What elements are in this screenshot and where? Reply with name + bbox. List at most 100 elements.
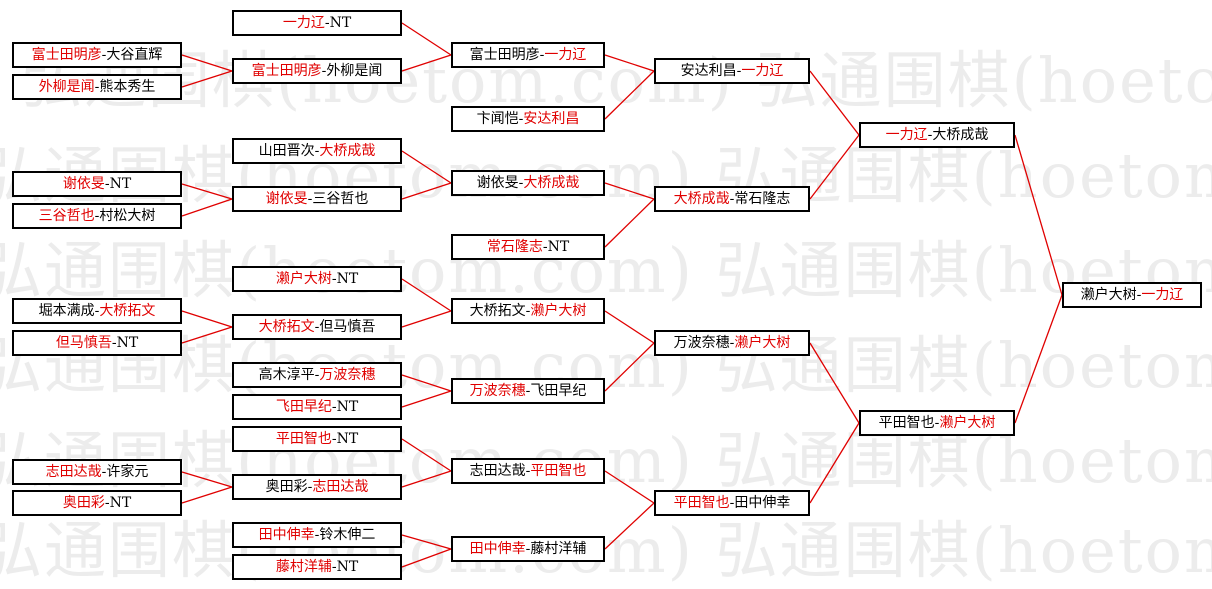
player-1-name: 大桥拓文 [258,319,315,335]
player-1-name: 田中伸幸 [258,527,315,543]
match-box-r4m4: 平田智也-田中伸幸 [654,490,810,516]
player-2-name: 大谷直辉 [106,47,163,63]
player-2-name: 三谷哲也 [312,191,369,207]
bracket-connector [604,470,655,504]
player-1-name: 谢依旻 [62,176,105,192]
bracket-connector [401,534,452,550]
player-1-name: 常石隆志 [486,239,543,255]
match-box-r2m2: 富士田明彦-外柳是闻 [232,58,402,84]
separator: - [324,15,330,31]
match-box-r4m2: 大桥成哉-常石隆志 [654,186,810,212]
separator: - [314,527,320,543]
match-box-r1m6: 但马慎吾-NT [12,330,182,356]
player-1-name: 奥田彩 [265,479,308,495]
player-1-name: 万波奈穗 [469,383,526,399]
bracket-connector [181,183,233,200]
bracket-connector [181,310,233,328]
player-2-name: 铃木伸二 [319,527,376,543]
player-1-name: 富士田明彦 [469,47,540,63]
match-box-r3m7: 志田达哉-平田智也 [451,458,605,484]
separator: - [525,303,531,319]
player-2-name: 万波奈穗 [319,367,376,383]
player-2-name: NT [109,176,132,192]
player-2-name: NT [336,559,359,575]
player-2-name: NT [116,335,139,351]
bracket-connector [604,182,655,200]
player-2-name: 志田达哉 [312,479,369,495]
player-2-name: 濑户大树 [939,415,996,431]
bracket-connector [401,310,452,328]
player-1-name: 大桥成哉 [673,191,730,207]
player-1-name: 富士田明彦 [251,63,322,79]
player-1-name: 一力辽 [885,127,928,143]
player-1-name: 安达利昌 [680,63,737,79]
player-1-name: 万波奈穗 [673,335,730,351]
bracket-connector [604,70,655,120]
bracket-connector [809,134,860,200]
match-box-r3m8: 田中伸幸-藤村洋辅 [451,536,605,562]
player-2-name: 平田智也 [530,463,587,479]
player-1-name: 藤村洋辅 [275,559,332,575]
match-box-r2m12: 藤村洋辅-NT [232,554,402,580]
separator: - [525,383,531,399]
bracket-connector [181,326,233,344]
separator: - [736,63,742,79]
match-box-r1m5: 堀本满成-大桥拓文 [12,298,182,324]
separator: - [94,208,100,224]
bracket-connector [181,198,233,217]
player-1-name: 濑户大树 [1080,287,1137,303]
bracket-connector [401,470,452,488]
match-box-r1m7: 志田达哉-许家元 [12,459,182,485]
separator: - [331,559,337,575]
separator: - [101,47,107,63]
player-1-name: 平田智也 [275,431,332,447]
bracket-connector [181,471,233,488]
player-2-name: 田中伸幸 [734,495,791,511]
separator: - [525,541,531,557]
player-2-name: 一力辽 [741,63,784,79]
bracket-connector [401,390,452,408]
player-1-name: 平田智也 [878,415,935,431]
separator: - [729,191,735,207]
match-box-r2m9: 平田智也-NT [232,426,402,452]
separator: - [1136,287,1142,303]
player-1-name: 一力辽 [282,15,325,31]
separator: - [934,415,940,431]
separator: - [104,495,110,511]
separator: - [104,176,110,192]
match-box-r2m11: 田中伸幸-铃木伸二 [232,522,402,548]
bracket-connector [401,278,452,312]
separator: - [307,191,313,207]
player-1-name: 谢依旻 [476,175,519,191]
player-2-name: NT [109,495,132,511]
player-2-name: 安达利昌 [523,111,580,127]
separator: - [321,63,327,79]
separator: - [518,111,524,127]
player-2-name: 大桥成哉 [319,143,376,159]
match-box-f1: 濑户大树-一力辽 [1062,282,1202,308]
bracket-connector [401,548,452,568]
player-1-name: 三谷哲也 [38,208,95,224]
match-box-r2m10: 奥田彩-志田达哉 [232,474,402,500]
player-2-name: 外柳是闻 [326,63,383,79]
bracket-connector [401,374,452,392]
player-1-name: 高木淳平 [258,367,315,383]
player-2-name: NT [336,431,359,447]
bracket-connector [809,70,860,136]
match-box-r3m2: 卞闻恺-安达利昌 [451,106,605,132]
player-1-name: 山田晋次 [258,143,315,159]
match-box-r5m1: 一力辽-大桥成哉 [859,122,1015,148]
separator: - [539,47,545,63]
match-box-r5m2: 平田智也-濑户大树 [859,410,1015,436]
bracket-connector [604,54,655,72]
player-2-name: 大桥成哉 [932,127,989,143]
match-box-r3m3: 谢依旻-大桥成哉 [451,170,605,196]
match-box-r1m4: 三谷哲也-村松大树 [12,203,182,229]
bracket-connector [401,150,452,184]
player-2-name: 大桥成哉 [523,175,580,191]
match-box-r3m1: 富士田明彦-一力辽 [451,42,605,68]
player-2-name: 许家元 [106,464,149,480]
player-1-name: 但马慎吾 [55,335,112,351]
match-box-r2m4: 谢依旻-三谷哲也 [232,186,402,212]
